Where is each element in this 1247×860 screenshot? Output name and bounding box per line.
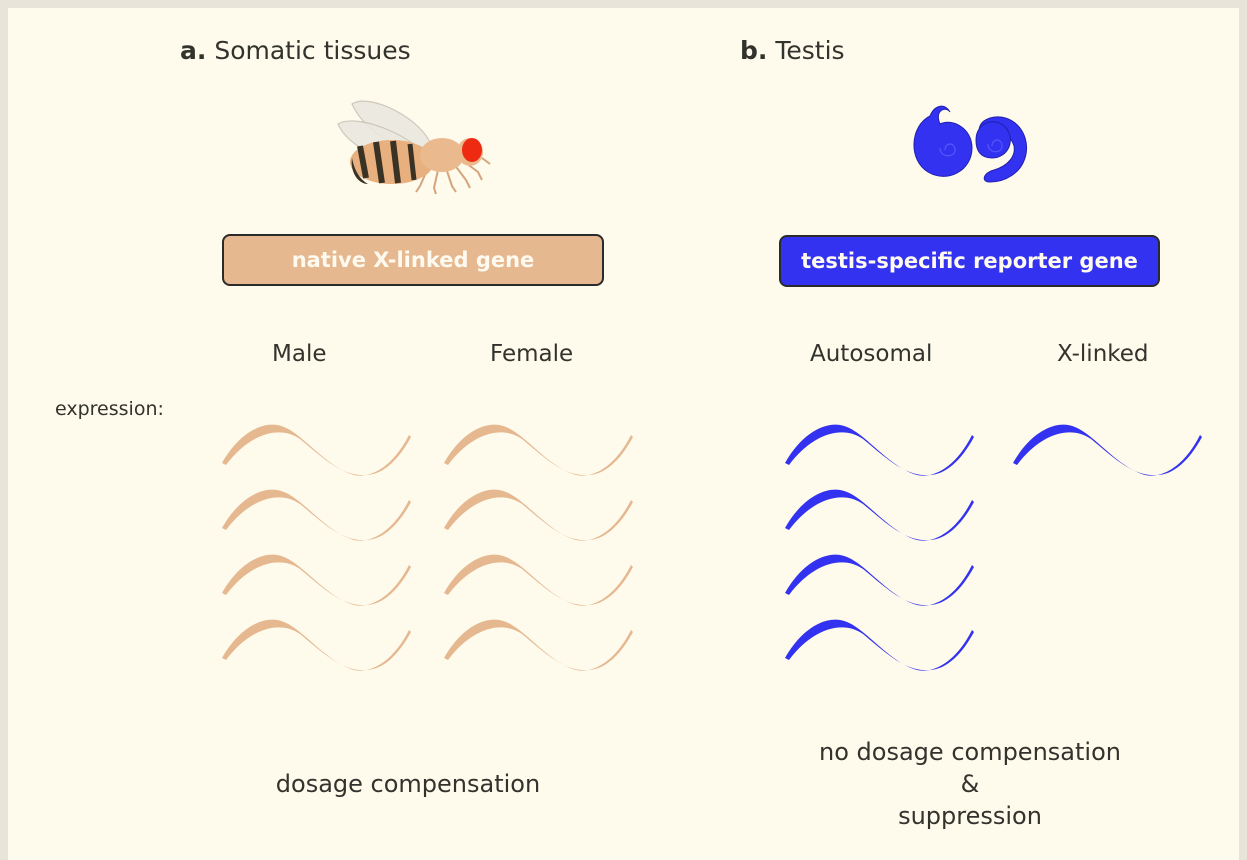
caption-line-2: & [790,768,1150,800]
transcript-wave-female [444,490,633,541]
transcript-wave-female [444,425,633,476]
transcript-wave-autosomal [785,490,974,541]
transcript-wave-male [222,620,411,671]
caption-dosage-compensation: dosage compensation [258,768,558,800]
transcript-wave-autosomal [785,620,974,671]
caption-no-dosage-compensation: no dosage compensation & suppression [790,736,1150,832]
transcript-wave-female [444,555,633,606]
transcript-wave-x-linked [1013,425,1202,476]
transcript-wave-male [222,555,411,606]
transcript-wave-male [222,425,411,476]
transcript-wave-autosomal [785,425,974,476]
caption-line-3: suppression [790,800,1150,832]
transcript-wave-female [444,620,633,671]
transcript-wave-autosomal [785,555,974,606]
transcript-wave-male [222,490,411,541]
caption-line-1: no dosage compensation [790,736,1150,768]
